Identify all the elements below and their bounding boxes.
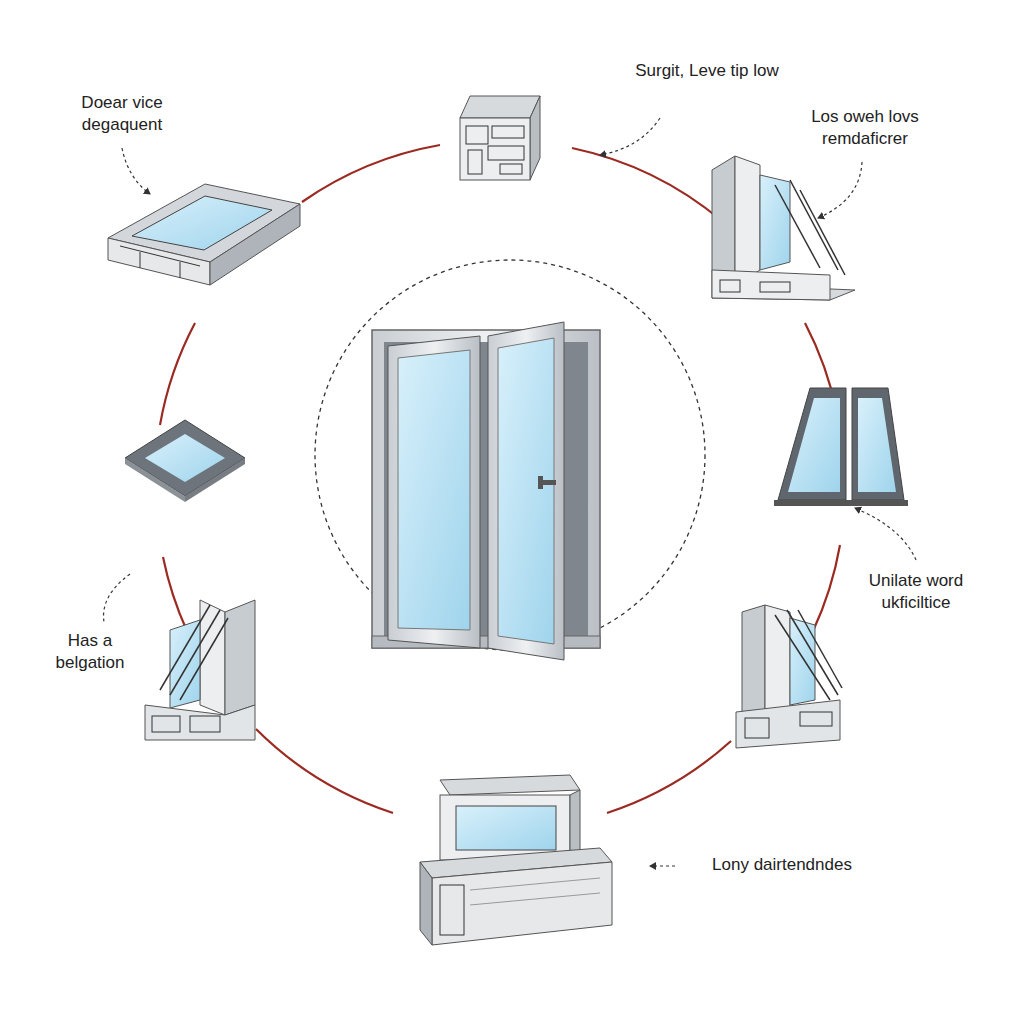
center-circle — [315, 260, 705, 650]
door-illustration — [372, 322, 600, 660]
callout-label: Doear vice degaquent — [62, 92, 182, 136]
leader-arrow — [104, 118, 916, 866]
callout-label: Unilate word ukficiltice — [846, 570, 986, 614]
callout-label: Los oweh lovs remdaficrer — [790, 106, 940, 150]
callout-label: Surgit, Leve tip low — [592, 60, 822, 82]
profile-illustration — [736, 605, 842, 748]
callout-label: Has a belgation — [44, 630, 136, 674]
profile-illustration — [774, 388, 908, 506]
profile-illustration — [460, 96, 540, 180]
profile-illustration — [420, 775, 612, 945]
profile-illustration — [108, 184, 300, 285]
profile-illustration — [145, 600, 255, 740]
ring-arc — [160, 145, 840, 813]
profile-illustration — [712, 156, 855, 300]
callout-label: Lony dairtendndes — [682, 854, 882, 876]
profile-illustration — [125, 420, 245, 502]
